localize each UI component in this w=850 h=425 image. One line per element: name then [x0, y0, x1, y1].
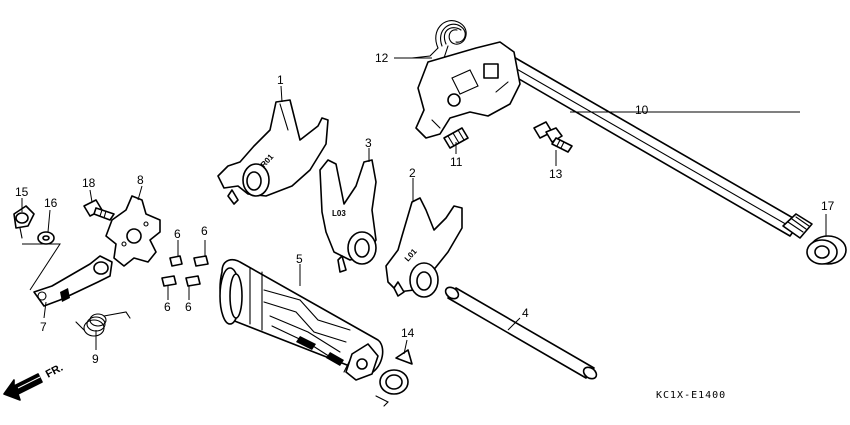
callout-17: 17	[821, 199, 835, 213]
shift-fork-l01[interactable]: L01	[385, 197, 463, 298]
front-direction-arrow: FR.	[3, 362, 65, 401]
callout-6a: 6	[174, 227, 181, 241]
shift-fork-l03[interactable]: L03	[319, 159, 377, 273]
gearshift-spindle[interactable]	[499, 55, 813, 239]
callout-14: 14	[401, 326, 415, 340]
callout-9: 9	[92, 352, 99, 366]
callout-6c: 6	[164, 300, 171, 314]
bolt-15[interactable]	[13, 205, 35, 239]
callout-16: 16	[44, 196, 58, 210]
callout-11: 11	[450, 155, 463, 169]
callout-5: 5	[296, 252, 303, 266]
stopper-arm[interactable]	[33, 255, 113, 307]
leader-lines	[21, 57, 827, 355]
dowel-pin-2[interactable]	[193, 255, 209, 267]
direction-label: FR.	[44, 362, 65, 381]
fork-stamp-l03: L03	[332, 209, 346, 218]
gearshift-arm[interactable]	[415, 41, 521, 139]
small-spring[interactable]	[443, 127, 469, 149]
bolt-18[interactable]	[83, 199, 115, 221]
dowel-pin-1[interactable]	[169, 255, 183, 267]
callout-2: 2	[409, 166, 416, 180]
pin-bolt[interactable]	[533, 121, 573, 153]
callout-4: 4	[522, 306, 529, 320]
callout-7: 7	[40, 320, 47, 334]
callout-1: 1	[277, 73, 284, 87]
callout-12: 12	[375, 51, 389, 65]
dowel-pin-3[interactable]	[161, 275, 177, 287]
diagram-code: KC1X-E1400	[656, 390, 726, 401]
callout-8: 8	[137, 173, 144, 187]
shift-drum[interactable]	[219, 258, 384, 381]
callout-6d: 6	[185, 300, 192, 314]
callout-6b: 6	[201, 224, 208, 238]
washer-16[interactable]	[37, 231, 55, 245]
callout-10: 10	[635, 103, 649, 117]
stopper-plate[interactable]	[105, 195, 161, 267]
callout-18: 18	[82, 176, 96, 190]
guide-plate[interactable]	[375, 349, 413, 407]
stopper-spring[interactable]	[75, 311, 131, 337]
shift-fork-shaft[interactable]	[443, 285, 598, 381]
callout-3: 3	[365, 136, 372, 150]
callout-15: 15	[15, 185, 29, 199]
shift-fork-r01[interactable]: R01	[217, 99, 329, 205]
callout-13: 13	[549, 167, 563, 181]
oil-seal[interactable]	[806, 235, 847, 265]
dowel-pin-4[interactable]	[185, 275, 201, 287]
